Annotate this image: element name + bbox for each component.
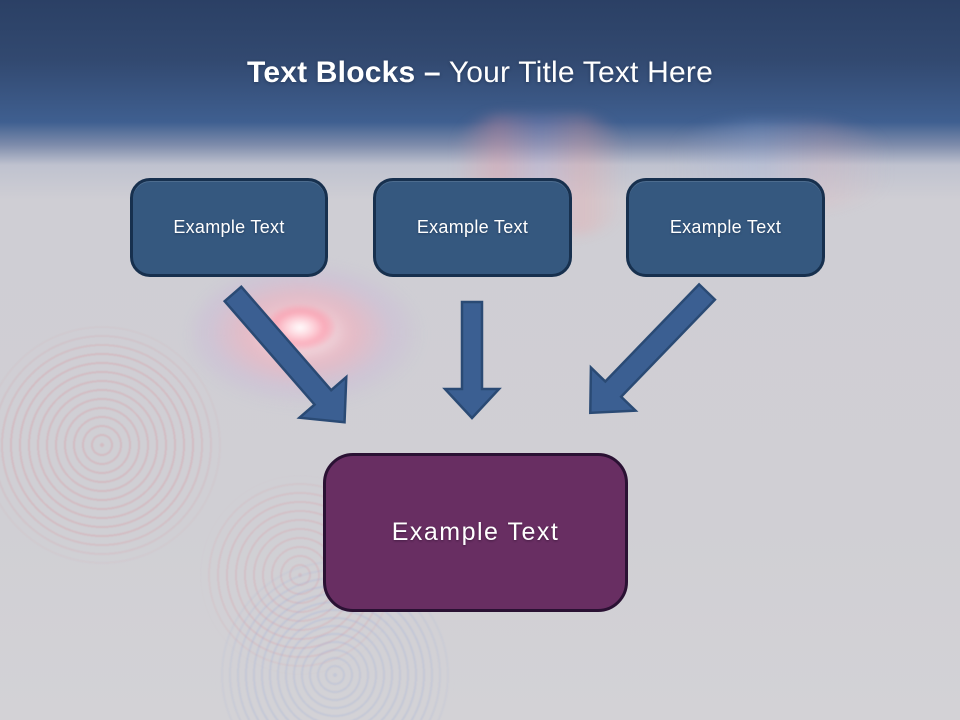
text-block-2[interactable]: Example Text [373, 178, 572, 277]
text-block-1[interactable]: Example Text [130, 178, 328, 277]
arrow-down-right-icon[interactable] [210, 274, 368, 443]
text-block-2-label: Example Text [416, 217, 529, 237]
background-sphere-large [0, 325, 222, 565]
slide-title-emphasis: Text Blocks – [247, 56, 441, 89]
slide-title[interactable]: Text Blocks – Your Title Text Here [0, 56, 960, 90]
arrow-down-icon[interactable] [442, 300, 502, 420]
text-block-3-label: Example Text [669, 217, 782, 237]
result-block[interactable]: Example Text [323, 453, 628, 612]
text-block-1-label: Example Text [173, 217, 285, 237]
text-block-3[interactable]: Example Text [626, 178, 825, 277]
arrow-down-left-icon[interactable] [568, 270, 729, 434]
slide-title-rest: Your Title Text Here [448, 56, 713, 89]
result-block-label: Example Text [391, 518, 560, 546]
